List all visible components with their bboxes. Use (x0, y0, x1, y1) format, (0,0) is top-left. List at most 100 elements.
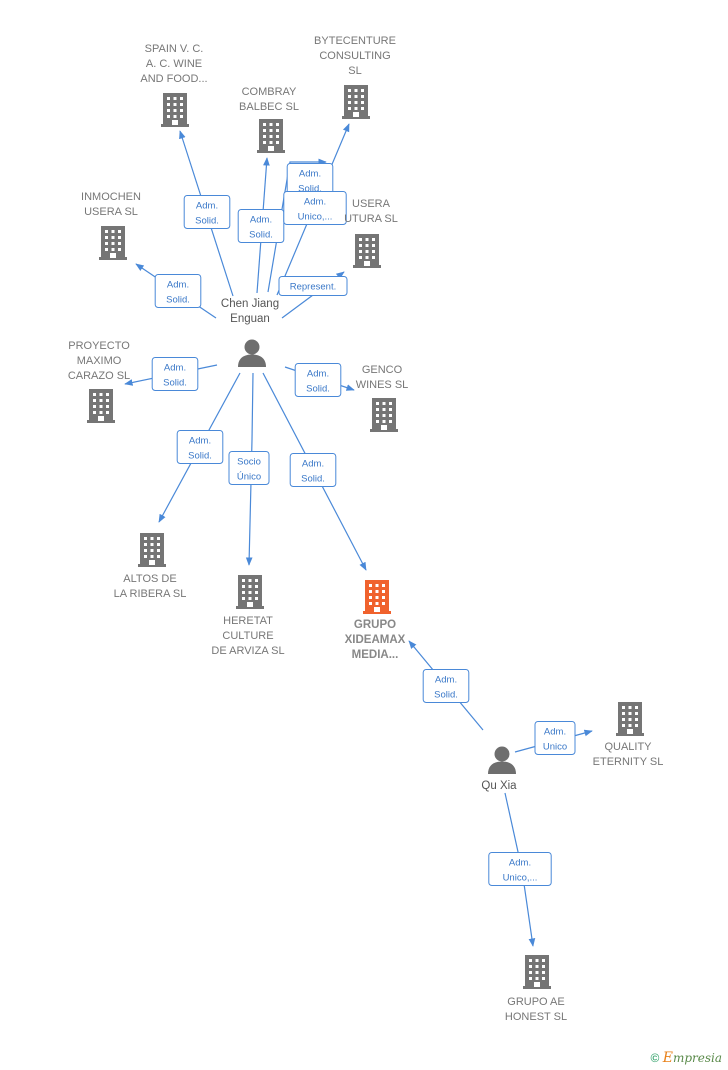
node-label: UTURA SL (344, 213, 398, 225)
node-label: BYTECENTURE (314, 35, 396, 47)
relation-badge-box (237, 209, 285, 243)
relation-badge[interactable]: Adm. Solid. (183, 195, 231, 229)
relation-badge-text: Adm. (164, 363, 186, 374)
node-label: ETERNITY SL (593, 756, 664, 768)
node-label: Enguan (230, 313, 270, 325)
relation-badge[interactable]: Adm. Solid. (237, 209, 285, 243)
relation-badge[interactable]: Adm. Solid. (422, 669, 470, 703)
building-icon (363, 580, 391, 614)
relation-badge-text: Solid. (298, 184, 322, 195)
node-combray[interactable]: COMBRAY BALBEC SL (239, 86, 299, 153)
relation-badge[interactable]: Adm.Unico,... (283, 191, 347, 225)
node-bytecenture[interactable]: BYTECENTURE CONSULTING SL (314, 35, 396, 119)
building-icon (616, 702, 644, 736)
relation-badge-text: Solid. (166, 295, 190, 306)
relation-badge-box (183, 195, 231, 229)
relation-badge-text: Adm. (167, 280, 189, 291)
node-altos[interactable]: ALTOS DE LA RIBERA SL (114, 533, 187, 600)
node-label: XIDEAMAX (345, 634, 406, 646)
relation-badge[interactable]: Adm. Solid. (176, 430, 224, 464)
relation-badge-text: Adm. (509, 858, 531, 869)
edge-chen-heretat (245, 372, 254, 566)
relation-badge-text: Solid. (434, 690, 458, 701)
relation-badge-text: Socio (237, 457, 261, 468)
node-label: CARAZO SL (68, 370, 130, 382)
node-label: INMOCHEN (81, 191, 141, 203)
relation-badge-text: Unico (543, 742, 567, 753)
node-proyecto[interactable]: PROYECTO MAXIMO CARAZO SL (68, 340, 130, 423)
node-label: GENCO (362, 364, 403, 376)
person-icon (488, 746, 516, 774)
node-label: Qu Xia (481, 780, 517, 792)
empresia-watermark[interactable]: © Empresia (651, 1050, 722, 1066)
building-icon (257, 119, 285, 153)
edge-chen-bytecenture (267, 158, 327, 293)
node-quality[interactable]: QUALITY ETERNITY SL (593, 702, 664, 768)
person-icon (238, 339, 266, 367)
node-label: BALBEC SL (239, 101, 299, 113)
node-label: SL (348, 65, 361, 77)
relation-badge-box (534, 721, 576, 755)
node-label: LA RIBERA SL (114, 588, 187, 600)
relation-badge-box (294, 363, 342, 397)
relation-badge-text: Adm. (307, 369, 329, 380)
relation-badge-box (151, 357, 199, 391)
relation-badge-text: Único (237, 472, 261, 483)
node-label: GRUPO AE (507, 996, 564, 1008)
node-label: MAXIMO (77, 355, 122, 367)
relation-badge[interactable]: Adm. Solid. (154, 274, 202, 308)
relation-badge-text: Solid. (249, 230, 273, 241)
relation-badge[interactable]: Adm. Solid. (151, 357, 199, 391)
node-genco[interactable]: GENCO WINES SL (356, 364, 409, 432)
relation-badge-text: Solid. (301, 474, 325, 485)
relation-badge-text: Solid. (163, 378, 187, 389)
node-label: WINES SL (356, 379, 409, 391)
relation-badge-text: Solid. (195, 216, 219, 227)
relation-badge-box (289, 453, 337, 487)
node-label: COMBRAY (242, 86, 297, 98)
relation-badge-text: Adm. (189, 436, 211, 447)
brand-logo-text: mpresia (672, 1051, 722, 1065)
relation-badge-text: Adm. (250, 215, 272, 226)
node-label: AND FOOD... (140, 73, 207, 85)
relation-badge-text: Adm. (196, 201, 218, 212)
node-label: CONSULTING (319, 50, 390, 62)
node-label: ALTOS DE (123, 573, 176, 585)
building-icon (523, 955, 551, 989)
brand-logo-initial: E (662, 1050, 673, 1066)
relation-badge-text: Adm. (302, 459, 324, 470)
building-icon (236, 575, 264, 609)
relation-badge[interactable]: Represent. (278, 276, 348, 296)
relation-badge-box (278, 276, 348, 296)
relation-badge-box (283, 191, 347, 225)
relation-badge[interactable]: Adm. Unico,... (488, 852, 552, 886)
node-usera[interactable]: USERA UTURA SL (344, 198, 398, 268)
relation-badge-box (488, 852, 552, 886)
badges-layer: Adm. Solid. Adm. Solid. Adm. Solid. Adm. Unico,… (151, 163, 576, 886)
node-label: CULTURE (222, 630, 273, 642)
node-label: A. C. WINE (146, 58, 202, 70)
node-grupo_x[interactable]: GRUPOXIDEAMAXMEDIA... (345, 580, 406, 661)
node-label: QUALITY (604, 741, 652, 753)
node-label: USERA (352, 198, 391, 210)
relation-badge-box (228, 451, 270, 485)
node-label: PROYECTO (68, 340, 130, 352)
relation-badge-text: Adm. (304, 197, 326, 208)
node-qu[interactable]: Qu Xia (481, 746, 517, 793)
relation-badge-box (154, 274, 202, 308)
node-label: GRUPO (354, 619, 396, 631)
relation-badge[interactable]: Adm.Solid. (294, 363, 342, 397)
relation-badge[interactable]: Adm. Solid. (289, 453, 337, 487)
relation-badge-text: Unico,... (503, 873, 538, 884)
relation-badge-text: Adm. (435, 675, 457, 686)
relation-badge[interactable]: Adm.Unico (534, 721, 576, 755)
relation-badge-text: Solid. (188, 451, 212, 462)
relation-badge-text: Adm. (299, 169, 321, 180)
